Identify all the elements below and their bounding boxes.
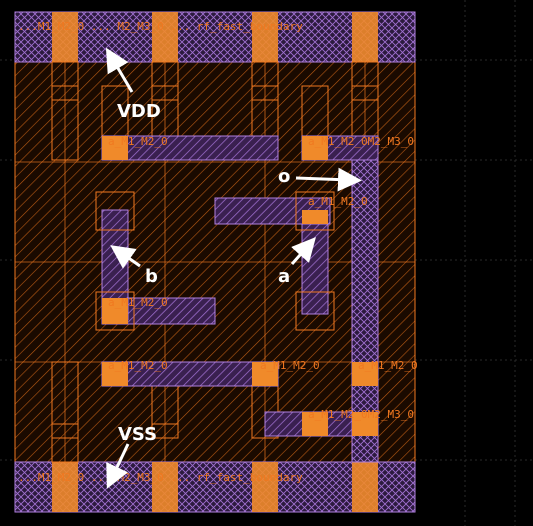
pin-outlines	[95, 191, 335, 331]
pin-a-shape	[301, 223, 329, 315]
label-top-boundary: ...M1_M2_0 ... M2_M3_0 ... rf_fast_bound…	[18, 20, 303, 33]
annotations	[105, 47, 362, 489]
label-bottom-boundary: ...M1_M2_0 ... M2_M3_0 ... rf_fast_bound…	[18, 471, 303, 484]
pin-b-label: b	[145, 266, 158, 287]
label-via-right-upper: a_M1_M2_0M2_M3_0	[308, 135, 414, 148]
rail-vias	[52, 12, 378, 512]
pin-a-label: a	[278, 266, 290, 287]
vss-rail	[14, 461, 416, 513]
label-via-right-lower2: a_M1_M2_0M2_M3_0	[308, 408, 414, 421]
label-via-mid-lower: a_M1_M2_0	[260, 359, 320, 372]
pin-vss-label: VSS	[118, 424, 157, 445]
label-via-left-lower: a_M1_M2_0	[108, 359, 168, 372]
pin-vdd-label: VDD	[117, 101, 161, 122]
label-via-mid-right: a_M1_M2_0	[308, 195, 368, 208]
label-via-mid-left: a_M1_M2_0	[108, 296, 168, 309]
vias	[102, 136, 378, 436]
vdd-rail	[14, 11, 416, 63]
label-via-left-upper: a_M1_M2_0	[108, 135, 168, 148]
label-via-right-lower: a_M1_M2_0	[358, 359, 418, 372]
metal2-straps	[101, 135, 379, 463]
pin-o-label: o	[278, 166, 290, 187]
